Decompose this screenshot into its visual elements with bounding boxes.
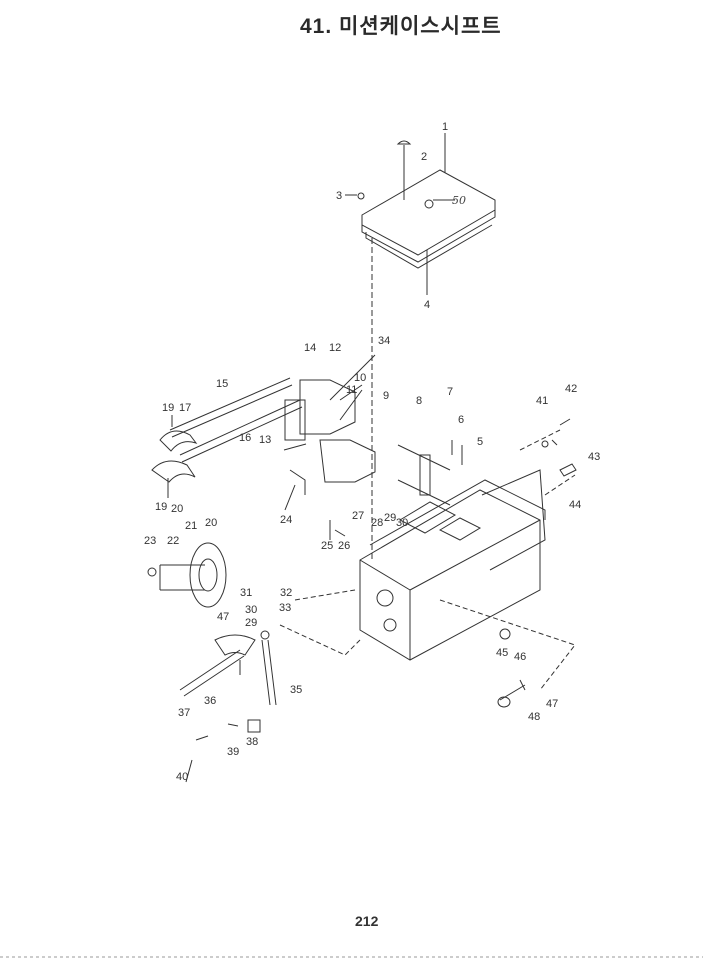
part-label: 30 (245, 604, 257, 616)
part-label: 8 (416, 395, 422, 407)
part-label: 35 (290, 684, 302, 696)
part-label: 31 (240, 587, 252, 599)
part-label: 19 (162, 402, 174, 414)
part-label: 21 (185, 520, 197, 532)
part-label: 3 (336, 190, 342, 202)
part-label: 10 (354, 372, 366, 384)
part-label: 39 (227, 746, 239, 758)
part-label: 38 (246, 736, 258, 748)
part-label: 43 (588, 451, 600, 463)
shift-fork (159, 430, 198, 452)
part-label: 22 (167, 535, 179, 547)
part-label: 4 (424, 299, 430, 311)
part-label: 5 (477, 436, 483, 448)
bolt-2 (396, 140, 412, 200)
part-label: 29 (245, 617, 257, 629)
part-label: 24 (280, 514, 292, 526)
handwritten-note: 50 (452, 194, 466, 207)
part-label: 9 (383, 390, 389, 402)
part-label: 47 (217, 611, 229, 623)
part-label: 29 (384, 512, 396, 524)
part-label: 36 (204, 695, 216, 707)
part-label: 28 (371, 517, 383, 529)
part-label: 37 (178, 707, 190, 719)
part-label: 33 (279, 602, 291, 614)
shift-bracket (299, 379, 356, 435)
part-label: 12 (329, 342, 341, 354)
part-label: 32 (280, 587, 292, 599)
part-label: 48 (528, 711, 540, 723)
part-label: 15 (216, 378, 228, 390)
part-label: 13 (259, 434, 271, 446)
flange-21 (189, 542, 227, 608)
part-label: 47 (546, 698, 558, 710)
part-label: 30 (396, 517, 408, 529)
diagram-drawing (147, 133, 577, 783)
shift-rod-35 (261, 639, 277, 706)
part-label: 20 (171, 503, 183, 515)
part-label: 34 (378, 335, 390, 347)
part-label: 6 (458, 414, 464, 426)
part-label: 7 (447, 386, 453, 398)
part-label: 26 (338, 540, 350, 552)
part-label: 45 (496, 647, 508, 659)
part-label: 25 (321, 540, 333, 552)
shift-rod-16 (179, 399, 303, 463)
part-label: 19 (155, 501, 167, 513)
part-label: 2 (421, 151, 427, 163)
part-label: 14 (304, 342, 316, 354)
part-label: 40 (176, 771, 188, 783)
part-label: 17 (179, 402, 191, 414)
shift-shaft-36 (179, 649, 245, 697)
part-label: 46 (514, 651, 526, 663)
part-label: 20 (205, 517, 217, 529)
shift-rod-15 (169, 377, 293, 438)
scan-edge-line (0, 956, 703, 958)
part-label: 42 (565, 383, 577, 395)
page-number: 212 (355, 913, 379, 929)
part-label: 23 (144, 535, 156, 547)
shift-fork-2 (151, 460, 196, 483)
part-label: 1 (442, 121, 448, 133)
part-label: 41 (536, 395, 548, 407)
transmission-case (359, 489, 541, 661)
page-title: 41. 미션케이스시프트 (300, 15, 502, 38)
part-label: 11 (346, 384, 357, 396)
part-label: 44 (569, 499, 581, 511)
part-label: 16 (239, 432, 251, 444)
part-label: 27 (352, 510, 364, 522)
